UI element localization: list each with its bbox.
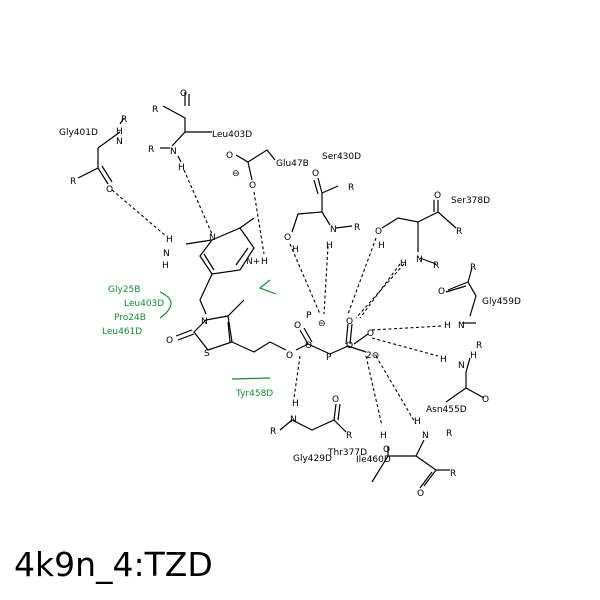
atom-h: H	[292, 245, 299, 255]
atom-n: N	[170, 147, 177, 157]
atom-r: R	[270, 427, 276, 437]
atom-h: H	[162, 261, 169, 271]
atom-h: H	[378, 241, 385, 251]
atom-r: R	[476, 341, 482, 351]
atom-h: H	[380, 431, 387, 441]
atom-o: O	[482, 395, 489, 405]
atom-n: N	[201, 317, 208, 327]
residue-label: Tyr458D	[235, 389, 273, 399]
atom-h: H	[166, 235, 173, 245]
atom-h: H	[444, 321, 451, 331]
residue-label: Gly459D	[482, 297, 521, 307]
atom-r: R	[470, 263, 476, 273]
bond-skeleton	[77, 92, 485, 489]
diagram-title: 4k9n_4:TZD	[14, 545, 213, 584]
atom-n: N	[290, 415, 297, 425]
atom-labels: R O R N H R N H R O O O ⊖ R O O H N R H …	[70, 89, 489, 499]
residue-label: Ser378D	[451, 196, 490, 206]
atom-o: O	[166, 336, 173, 346]
atom-n: N	[458, 321, 465, 331]
atom-o: O	[249, 181, 256, 191]
atom-o: O	[375, 227, 382, 237]
hydrophobic-residue-label: Leu403D	[124, 299, 164, 309]
atom-n: N	[458, 361, 465, 371]
atom-o: O	[332, 395, 339, 405]
atom-h: H	[414, 417, 421, 427]
residue-label: Gly401D	[59, 128, 98, 138]
atom-n-plus: N+	[246, 257, 260, 267]
atom-h: H	[440, 355, 447, 365]
atom-r: R	[121, 115, 127, 125]
residue-label: Ser430D	[322, 152, 361, 162]
atom-o: O	[294, 321, 301, 331]
atom-h: H	[470, 351, 477, 361]
atom-s: S	[204, 349, 210, 359]
atom-n: N	[116, 137, 123, 147]
atom-o: 2⊖	[366, 351, 379, 361]
atom-r: R	[152, 105, 158, 115]
atom-o: O	[180, 89, 187, 99]
atom-o: O	[106, 185, 113, 195]
atom-n: N	[330, 225, 337, 235]
atom-o: O	[312, 169, 319, 179]
atom-r: R	[446, 429, 452, 439]
atom-o: P	[326, 353, 332, 363]
hydrophobic-residue-label: Leu461D	[102, 327, 142, 337]
atom-o: O	[286, 351, 293, 361]
atom-p: O	[346, 341, 353, 351]
hydrophobic-labels: Gly25B Leu403D Pro24B Leu461D	[102, 285, 164, 337]
atom-o: O	[284, 233, 291, 243]
atom-n: N	[163, 249, 170, 259]
residue-label: Ile460D	[356, 455, 391, 465]
atom-o: O	[438, 287, 445, 297]
atom-h: H	[326, 241, 333, 251]
atom-r: R	[148, 145, 154, 155]
atom-h: H	[178, 163, 185, 173]
hydrogen-bonds	[111, 169, 443, 427]
atom-r: R	[354, 223, 360, 233]
atom-charge: P	[306, 311, 312, 321]
atom-n: N	[209, 233, 216, 243]
atom-r: R	[433, 261, 439, 271]
residue-label: Thr377D	[327, 448, 367, 458]
atom-r: R	[70, 177, 76, 187]
residue-label: Leu403D	[212, 130, 252, 140]
atom-h: H	[261, 257, 268, 267]
residue-label: Glu47B	[276, 159, 309, 169]
atom-r: R	[456, 227, 462, 237]
residue-labels: Gly401D Leu403D Glu47B Ser430D Ser378D G…	[59, 128, 521, 465]
hydrophobic-contacts	[159, 279, 277, 380]
atom-o: O	[434, 191, 441, 201]
residue-label: Asn455D	[426, 405, 467, 415]
atom-h: H	[292, 399, 299, 409]
residue-label: Gly429D	[293, 454, 332, 464]
atom-p: O	[305, 341, 312, 351]
atom-r: R	[450, 469, 456, 479]
atom-o: O	[383, 445, 390, 455]
hydrophobic-residue-label: Gly25B	[108, 285, 140, 295]
atom-r: R	[346, 431, 352, 441]
atom-n: N	[422, 431, 429, 441]
atom-o: O	[346, 317, 353, 327]
atom-o: O	[226, 151, 233, 161]
atom-o: O	[417, 489, 424, 499]
atom-o: ⊖	[318, 319, 326, 329]
atom-charge: ⊖	[232, 169, 240, 179]
atom-n: N	[416, 255, 423, 265]
atom-h: H	[116, 127, 123, 137]
atom-h: H	[400, 259, 407, 269]
atom-o: O	[367, 329, 374, 339]
atom-r: R	[348, 183, 354, 193]
hydrophobic-residue-label: Pro24B	[114, 313, 146, 323]
